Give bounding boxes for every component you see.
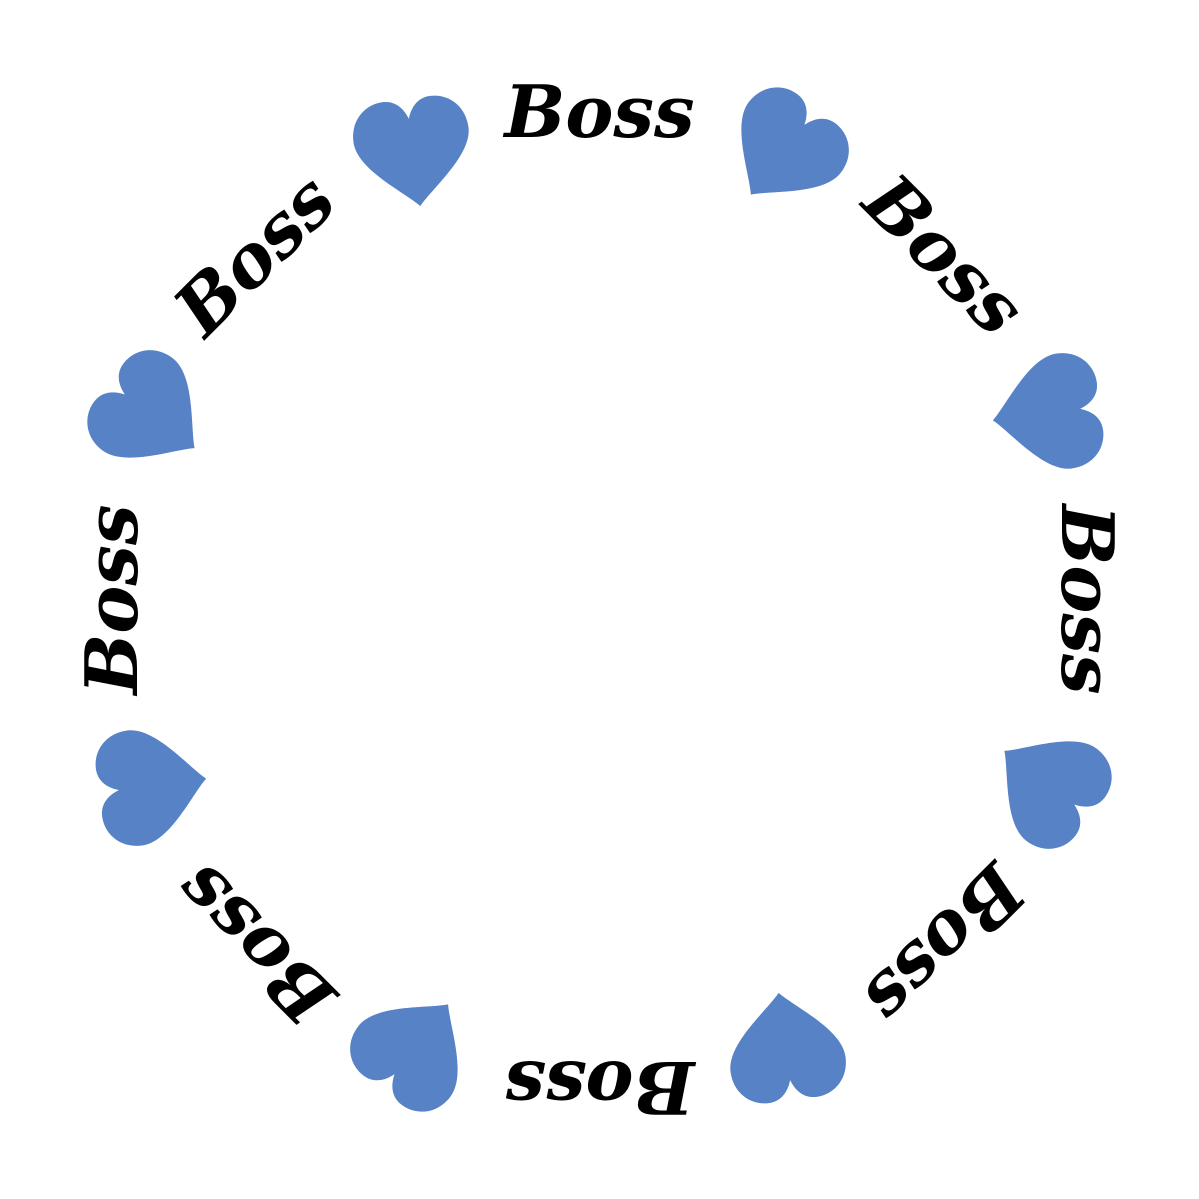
ring-word-3: Boss	[1045, 503, 1130, 695]
heart-icon	[95, 730, 207, 846]
heart-icon	[992, 353, 1104, 469]
ring-word-5: Boss	[505, 1045, 697, 1130]
heart-icon	[1004, 741, 1112, 849]
ring-word-1: Boss	[503, 69, 695, 154]
heart-icon	[741, 87, 849, 195]
ring-word-2: Boss	[846, 156, 1042, 352]
heart-icon	[353, 95, 469, 207]
ring-word-6: Boss	[157, 847, 353, 1043]
heart-icon	[350, 1004, 458, 1112]
ring-word-7: Boss	[69, 505, 154, 697]
heart-icon	[87, 350, 195, 458]
ring-word-8: Boss	[156, 157, 352, 353]
heart-icon	[730, 992, 846, 1104]
ring-word-4: Boss	[847, 846, 1043, 1042]
